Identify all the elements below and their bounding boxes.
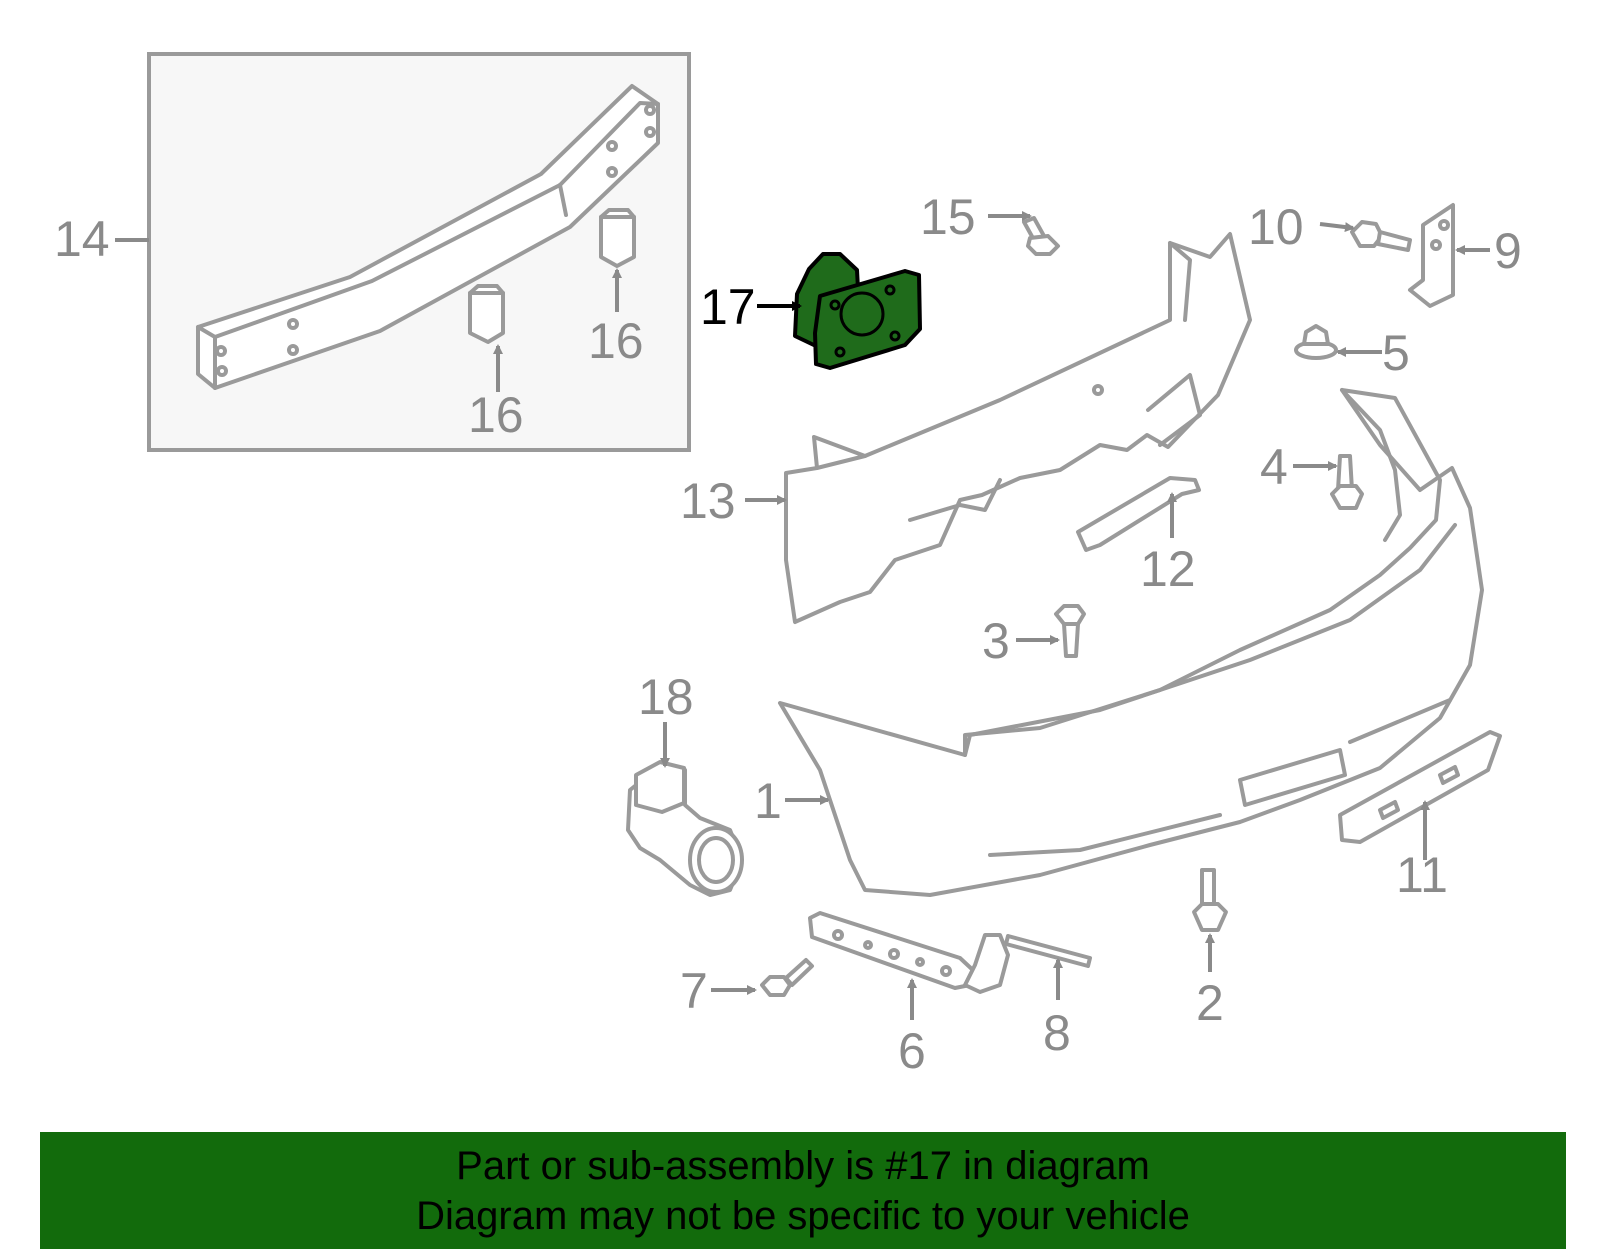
callout-3: 3 bbox=[982, 613, 1010, 669]
callout-13: 13 bbox=[680, 473, 736, 529]
bolt-10 bbox=[1350, 220, 1412, 252]
callout-15: 15 bbox=[920, 189, 976, 245]
bolt-15 bbox=[1022, 216, 1060, 256]
callout-16-lower: 16 bbox=[468, 387, 524, 443]
callout-17: 17 bbox=[700, 279, 756, 335]
callout-14: 14 bbox=[54, 211, 110, 267]
info-banner: Part or sub-assembly is #17 in diagram D… bbox=[40, 1132, 1566, 1249]
callout-1: 1 bbox=[754, 773, 782, 829]
leader-arrows bbox=[115, 211, 1490, 1020]
part-17-bracket-highlighted bbox=[793, 252, 922, 370]
callout-5: 5 bbox=[1382, 325, 1410, 381]
callout-12: 12 bbox=[1140, 541, 1196, 597]
bolt-4 bbox=[1330, 454, 1364, 510]
callout-10: 10 bbox=[1248, 199, 1304, 255]
bolt-3 bbox=[1054, 604, 1086, 658]
callout-4: 4 bbox=[1260, 439, 1288, 495]
clip-5 bbox=[1294, 324, 1338, 360]
callout-9: 9 bbox=[1494, 223, 1522, 279]
bumper-pad-16a bbox=[468, 284, 505, 344]
callout-8: 8 bbox=[1043, 1005, 1071, 1061]
reinforcement-beam bbox=[196, 84, 660, 390]
bumper-cover-1 bbox=[778, 388, 1484, 897]
callout-labels: 14 16 16 17 15 10 9 5 4 13 12 3 18 1 11 … bbox=[54, 189, 1522, 1079]
bracket-12 bbox=[1076, 476, 1201, 552]
strip-8 bbox=[1004, 934, 1092, 968]
energy-absorber-13 bbox=[784, 232, 1252, 624]
molding-11 bbox=[1338, 730, 1502, 844]
reinforcement-inset-box bbox=[147, 52, 691, 452]
parking-sensor-18 bbox=[626, 760, 744, 897]
callout-16-upper: 16 bbox=[588, 313, 644, 369]
callout-18: 18 bbox=[638, 669, 694, 725]
bolt-2 bbox=[1192, 868, 1228, 932]
bumper-pad-16b bbox=[599, 208, 636, 268]
bracket-9 bbox=[1408, 203, 1455, 308]
bracket-6 bbox=[808, 911, 1010, 994]
callout-11: 11 bbox=[1396, 847, 1448, 903]
bolt-7 bbox=[760, 958, 814, 997]
callout-7: 7 bbox=[680, 963, 708, 1019]
callout-6: 6 bbox=[898, 1023, 926, 1079]
banner-line-disclaimer: Diagram may not be specific to your vehi… bbox=[416, 1193, 1190, 1238]
callout-2: 2 bbox=[1196, 975, 1224, 1031]
banner-line-part: Part or sub-assembly is #17 in diagram bbox=[456, 1143, 1150, 1188]
